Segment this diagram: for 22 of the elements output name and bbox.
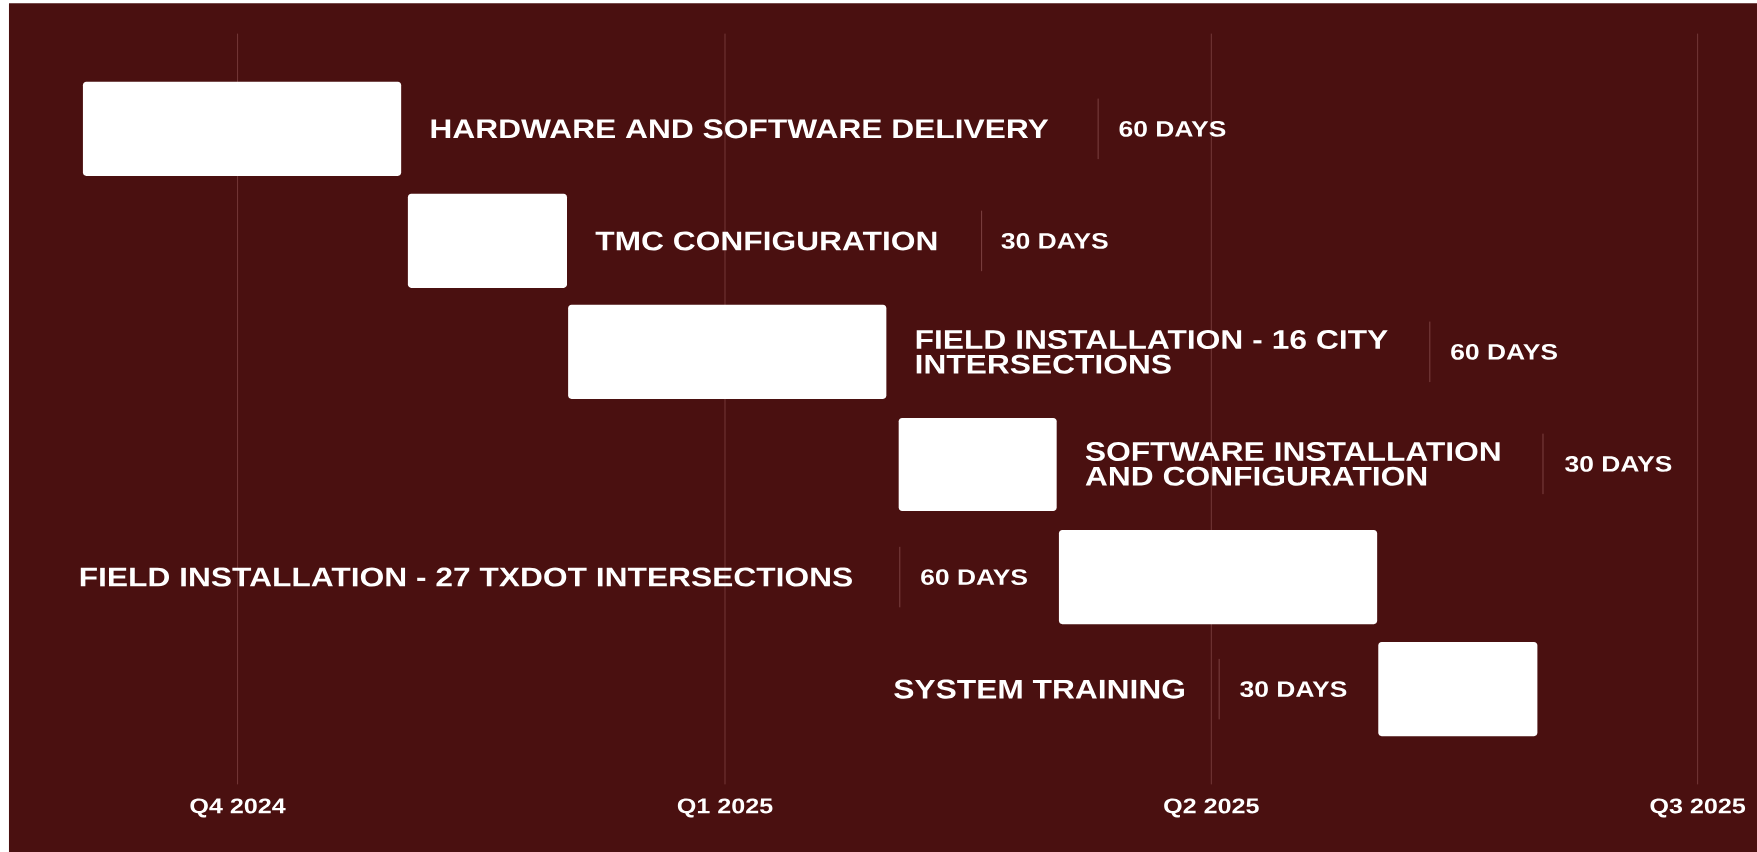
task-bar xyxy=(1058,530,1378,625)
task-bar xyxy=(1378,642,1538,737)
task-bar xyxy=(407,193,567,288)
duration-label: 60 DAYS xyxy=(1451,343,1557,360)
task-label: FIELD INSTALLATION - 27 TXDOT INTERSECTIONS xyxy=(80,567,852,587)
duration-label: 60 DAYS xyxy=(921,569,1027,586)
quarter-label: Q1 2025 xyxy=(677,798,773,818)
task-label: SOFTWARE INSTALLATION AND CONFIGURATION xyxy=(1085,442,1500,486)
quarter-label: Q4 2024 xyxy=(190,798,286,818)
task-label: HARDWARE AND SOFTWARE DELIVERY xyxy=(431,119,1049,139)
quarter-label: Q3 2025 xyxy=(1650,798,1746,818)
duration-label: 30 DAYS xyxy=(1565,456,1672,472)
duration-label: 60 DAYS xyxy=(1119,120,1226,137)
task-bar xyxy=(568,304,887,399)
task-bar xyxy=(82,81,402,176)
duration-label: 30 DAYS xyxy=(1001,233,1108,249)
quarter-label: Q2 2025 xyxy=(1164,798,1259,818)
task-label: FIELD INSTALLATION - 16 CITY INTERSECTIONS xyxy=(916,330,1388,374)
task-label: SYSTEM TRAINING xyxy=(894,679,1184,699)
task-bar xyxy=(898,418,1057,511)
task-label: TMC CONFIGURATION xyxy=(595,231,937,251)
duration-label: 30 DAYS xyxy=(1240,681,1347,698)
